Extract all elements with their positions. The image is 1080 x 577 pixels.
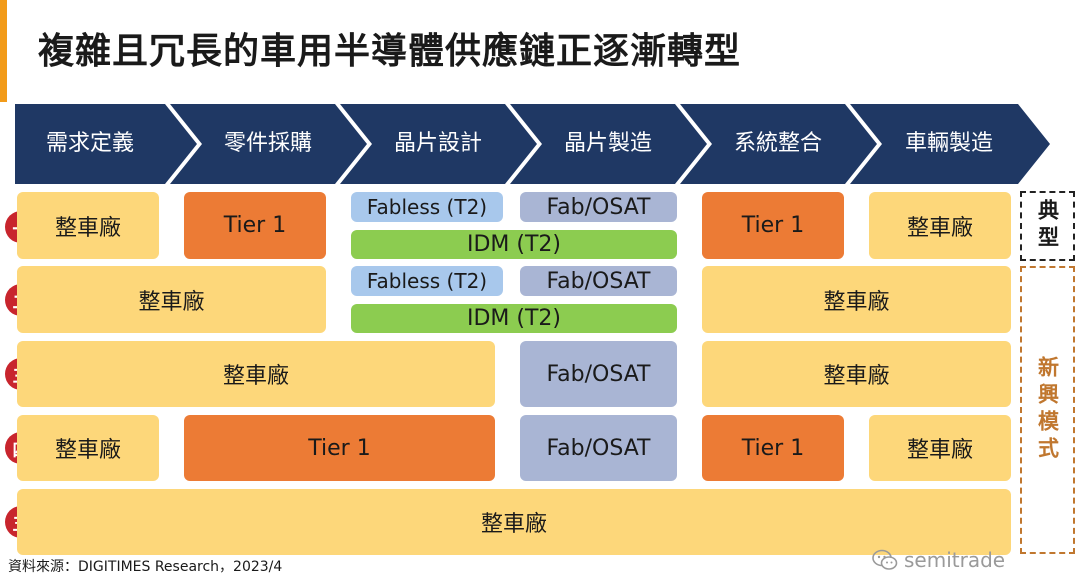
new-model-label: 新興模式 bbox=[1035, 356, 1060, 464]
stage-label: 系統整合 bbox=[733, 131, 822, 156]
watermark-text: semitrade bbox=[904, 548, 1006, 572]
chevron-shape bbox=[15, 104, 197, 184]
fab-osat-box: Fab/OSAT bbox=[520, 415, 677, 481]
oem-box: 整車廠 bbox=[17, 192, 159, 259]
oem-box: 整車廠 bbox=[869, 192, 1011, 259]
page-title: 複雜且冗長的車用半導體供應鏈正逐漸轉型 bbox=[38, 31, 742, 72]
oem-box: 整車廠 bbox=[869, 415, 1011, 481]
stage-chevron-2: 零件採購 bbox=[170, 104, 367, 184]
oem-box: 整車廠 bbox=[17, 489, 1011, 555]
watermark: semitrade bbox=[872, 548, 1005, 572]
stage-label: 晶片製造 bbox=[563, 131, 652, 156]
chevron-shape bbox=[680, 104, 877, 184]
idm-box: IDM (T2) bbox=[351, 230, 677, 259]
stage-chevron-5: 系統整合 bbox=[680, 104, 877, 184]
tier1-box: Tier 1 bbox=[702, 415, 844, 481]
oem-box: 整車廠 bbox=[702, 266, 1011, 333]
typical-label: 典型 bbox=[1035, 199, 1060, 253]
stage-chevron-3: 晶片設計 bbox=[340, 104, 537, 184]
fabless-box: Fabless (T2) bbox=[351, 192, 503, 222]
chevron-shape bbox=[850, 104, 1050, 184]
fab-osat-box: Fab/OSAT bbox=[520, 266, 677, 296]
tier1-box: Tier 1 bbox=[184, 415, 495, 481]
tier1-box: Tier 1 bbox=[702, 192, 844, 259]
typical-label-box: 典型 bbox=[1020, 191, 1075, 261]
oem-box: 整車廠 bbox=[17, 341, 495, 407]
stage-chevron-1: 需求定義 bbox=[15, 104, 197, 184]
stage-chevron-4: 晶片製造 bbox=[510, 104, 707, 184]
stage-label: 車輛製造 bbox=[904, 131, 993, 156]
new-model-label-box: 新興模式 bbox=[1020, 266, 1075, 554]
idm-box: IDM (T2) bbox=[351, 304, 677, 333]
stage-label: 晶片設計 bbox=[393, 131, 482, 156]
chevron-shape bbox=[170, 104, 367, 184]
stage-label: 零件採購 bbox=[223, 131, 312, 156]
fab-osat-box: Fab/OSAT bbox=[520, 341, 677, 407]
stage-chevron-6: 車輛製造 bbox=[850, 104, 1050, 184]
source-note: 資料來源：DIGITIMES Research，2023/4 bbox=[8, 559, 283, 575]
fab-osat-box: Fab/OSAT bbox=[520, 192, 677, 222]
chevron-shape bbox=[340, 104, 537, 184]
oem-box: 整車廠 bbox=[17, 266, 326, 333]
oem-box: 整車廠 bbox=[17, 415, 159, 481]
accent-bar bbox=[0, 0, 7, 102]
oem-box: 整車廠 bbox=[702, 341, 1011, 407]
wechat-icon bbox=[872, 549, 898, 570]
stage-label: 需求定義 bbox=[45, 131, 134, 156]
chevron-shape bbox=[510, 104, 707, 184]
tier1-box: Tier 1 bbox=[184, 192, 326, 259]
fabless-box: Fabless (T2) bbox=[351, 266, 503, 296]
